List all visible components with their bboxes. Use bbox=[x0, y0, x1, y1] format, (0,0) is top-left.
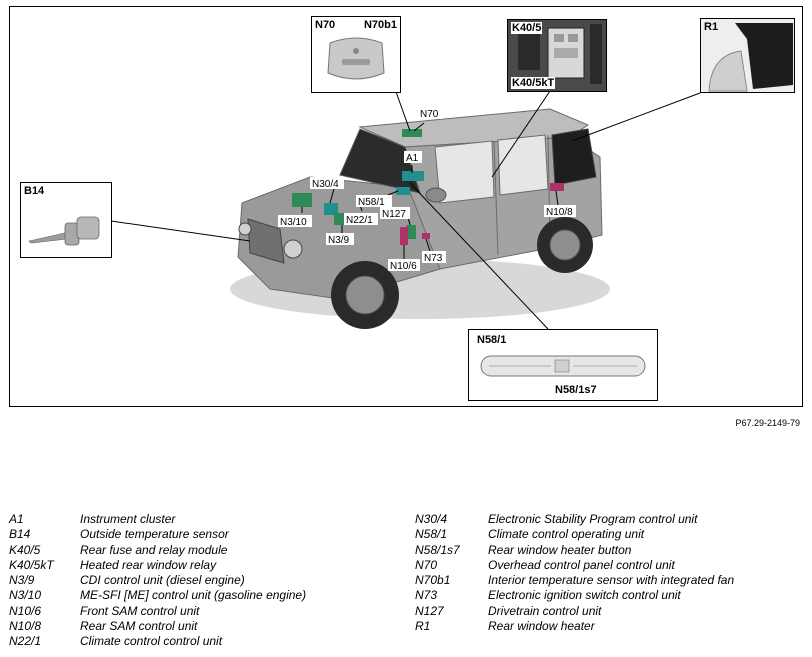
legend-description: Climate control operating unit bbox=[488, 527, 645, 542]
legend-code: A1 bbox=[9, 512, 24, 526]
legend-description: Rear window heater bbox=[488, 619, 595, 634]
legend-code: N30/4 bbox=[415, 512, 448, 526]
legend-code: K40/5kT bbox=[9, 557, 54, 572]
legend-description: Heated rear window relay bbox=[80, 557, 217, 572]
legend-code: N58/1s7 bbox=[415, 542, 460, 557]
legend-row: R1 Rear window heater bbox=[415, 619, 595, 634]
inset-label-k40-5kt: K40/5kT bbox=[511, 77, 556, 89]
callout-n58-1: N58/1 bbox=[358, 197, 385, 208]
inset-label-b14: B14 bbox=[24, 185, 45, 197]
legend-row: N22/1 Climate control control unit bbox=[9, 634, 222, 649]
inset-label-n70b1: N70b1 bbox=[363, 19, 397, 31]
legend-description: ME-SFI [ME] control unit (gasoline engin… bbox=[80, 588, 307, 603]
legend-row: A1 Instrument cluster bbox=[9, 512, 175, 527]
legend-code: N73 bbox=[415, 588, 438, 603]
legend-code: N10/6 bbox=[9, 603, 42, 618]
inset-label-n70: N70 bbox=[315, 19, 336, 31]
legend-code: N127 bbox=[415, 603, 444, 618]
component-location-figure: N70 A1 N30/4 N58/1 N3/10 N22/1 N127 N3/9… bbox=[9, 6, 803, 407]
leader-lines bbox=[110, 74, 701, 330]
legend-row: N3/10 ME-SFI [ME] control unit (gasoline … bbox=[9, 588, 306, 603]
callout-a1: A1 bbox=[406, 153, 419, 164]
legend-code: B14 bbox=[9, 527, 31, 542]
legend-description: Drivetrain control unit bbox=[488, 603, 602, 618]
climate-panel-image bbox=[480, 355, 646, 377]
callout-n30-4: N30/4 bbox=[312, 179, 339, 190]
inset-n70-overhead-panel: N70 N70b1 bbox=[311, 16, 401, 93]
legend-description: Electronic Stability Program control uni… bbox=[488, 512, 698, 526]
legend-description: Rear window heater button bbox=[488, 542, 632, 557]
callout-n73: N73 bbox=[424, 253, 443, 264]
legend-code: K40/5 bbox=[9, 542, 41, 557]
inset-label-n58-1s7: N58/1s7 bbox=[555, 384, 597, 396]
legend-description: Rear fuse and relay module bbox=[80, 542, 228, 557]
legend-description: Interior temperature sensor with integra… bbox=[488, 573, 735, 588]
legend-code: N70 bbox=[415, 557, 438, 572]
temperature-sensor-image bbox=[28, 216, 100, 246]
callout-n10-8: N10/8 bbox=[546, 207, 573, 218]
legend-row: N73 Electronic ignition switch control un… bbox=[415, 588, 681, 603]
callout-n3-10: N3/10 bbox=[280, 217, 307, 228]
inset-label-k40-5: K40/5 bbox=[511, 22, 543, 34]
legend-row: N10/8 Rear SAM control unit bbox=[9, 619, 197, 634]
inset-b14-temperature-sensor: B14 bbox=[20, 182, 112, 258]
legend-row: N70b1 Interior temperature sensor with in… bbox=[415, 573, 734, 588]
legend-row: K40/5 Rear fuse and relay module bbox=[9, 542, 227, 558]
legend-row: K40/5kT Heated rear window relay bbox=[9, 557, 216, 573]
overhead-panel-image bbox=[327, 37, 385, 80]
inset-r1-rear-window-heater: R1 bbox=[700, 18, 795, 93]
rear-window-image bbox=[701, 19, 794, 92]
vehicle-scene: N70 A1 N30/4 N58/1 N3/10 N22/1 N127 N3/9… bbox=[110, 74, 701, 330]
legend-code: R1 bbox=[415, 619, 431, 634]
legend-code: N22/1 bbox=[9, 634, 42, 649]
callout-n127: N127 bbox=[382, 209, 406, 220]
legend-code: N3/9 bbox=[9, 573, 35, 588]
legend-code: N10/8 bbox=[9, 619, 42, 634]
legend-code: N3/10 bbox=[9, 588, 42, 603]
callout-n22-1: N22/1 bbox=[346, 215, 373, 226]
legend-description: Electronic ignition switch control unit bbox=[488, 588, 681, 603]
legend-row: N70 Overhead control panel control unit bbox=[415, 557, 675, 573]
callout-n3-9: N3/9 bbox=[328, 235, 350, 246]
legend-description: Overhead control panel control unit bbox=[488, 557, 675, 572]
legend-row: N58/1s7 Rear window heater button bbox=[415, 542, 631, 558]
figure-reference-id: P67.29-2149-79 bbox=[735, 418, 800, 428]
legend-code: N58/1 bbox=[415, 527, 448, 542]
legend-description: Outside temperature sensor bbox=[80, 527, 229, 542]
legend-description: Rear SAM control unit bbox=[80, 619, 198, 634]
legend-row: N10/6 Front SAM control unit bbox=[9, 603, 199, 619]
legend-description: Instrument cluster bbox=[80, 512, 176, 526]
callout-labels: N70 A1 N30/4 N58/1 N3/10 N22/1 N127 N3/9… bbox=[278, 107, 576, 272]
legend-code: N70b1 bbox=[415, 573, 451, 588]
legend-row: N3/9 CDI control unit (diesel engine) bbox=[9, 573, 245, 588]
inset-label-r1: R1 bbox=[704, 21, 719, 33]
inset-n58-1-climate-operating-unit: N58/1 N58/1s7 bbox=[468, 329, 658, 401]
legend-description: CDI control unit (diesel engine) bbox=[80, 573, 245, 588]
legend-row: B14 Outside temperature sensor bbox=[9, 527, 229, 542]
inset-label-n58-1: N58/1 bbox=[477, 334, 507, 346]
vehicle-illustration bbox=[237, 108, 603, 329]
legend-row: N58/1 Climate control operating unit bbox=[415, 527, 644, 542]
legend-description: Climate control control unit bbox=[80, 634, 223, 649]
callout-n70: N70 bbox=[420, 109, 439, 120]
legend-row: N127 Drivetrain control unit bbox=[415, 603, 601, 619]
legend-description: Front SAM control unit bbox=[80, 603, 200, 618]
callout-n10-6: N10/6 bbox=[390, 261, 417, 272]
inset-k40-5-fuse-relay-module: K40/5 K40/5kT bbox=[507, 19, 607, 92]
legend-column-right: N30/4 Electronic Stability Program contro… bbox=[415, 512, 734, 634]
legend-row: N30/4 Electronic Stability Program contro… bbox=[415, 512, 697, 527]
